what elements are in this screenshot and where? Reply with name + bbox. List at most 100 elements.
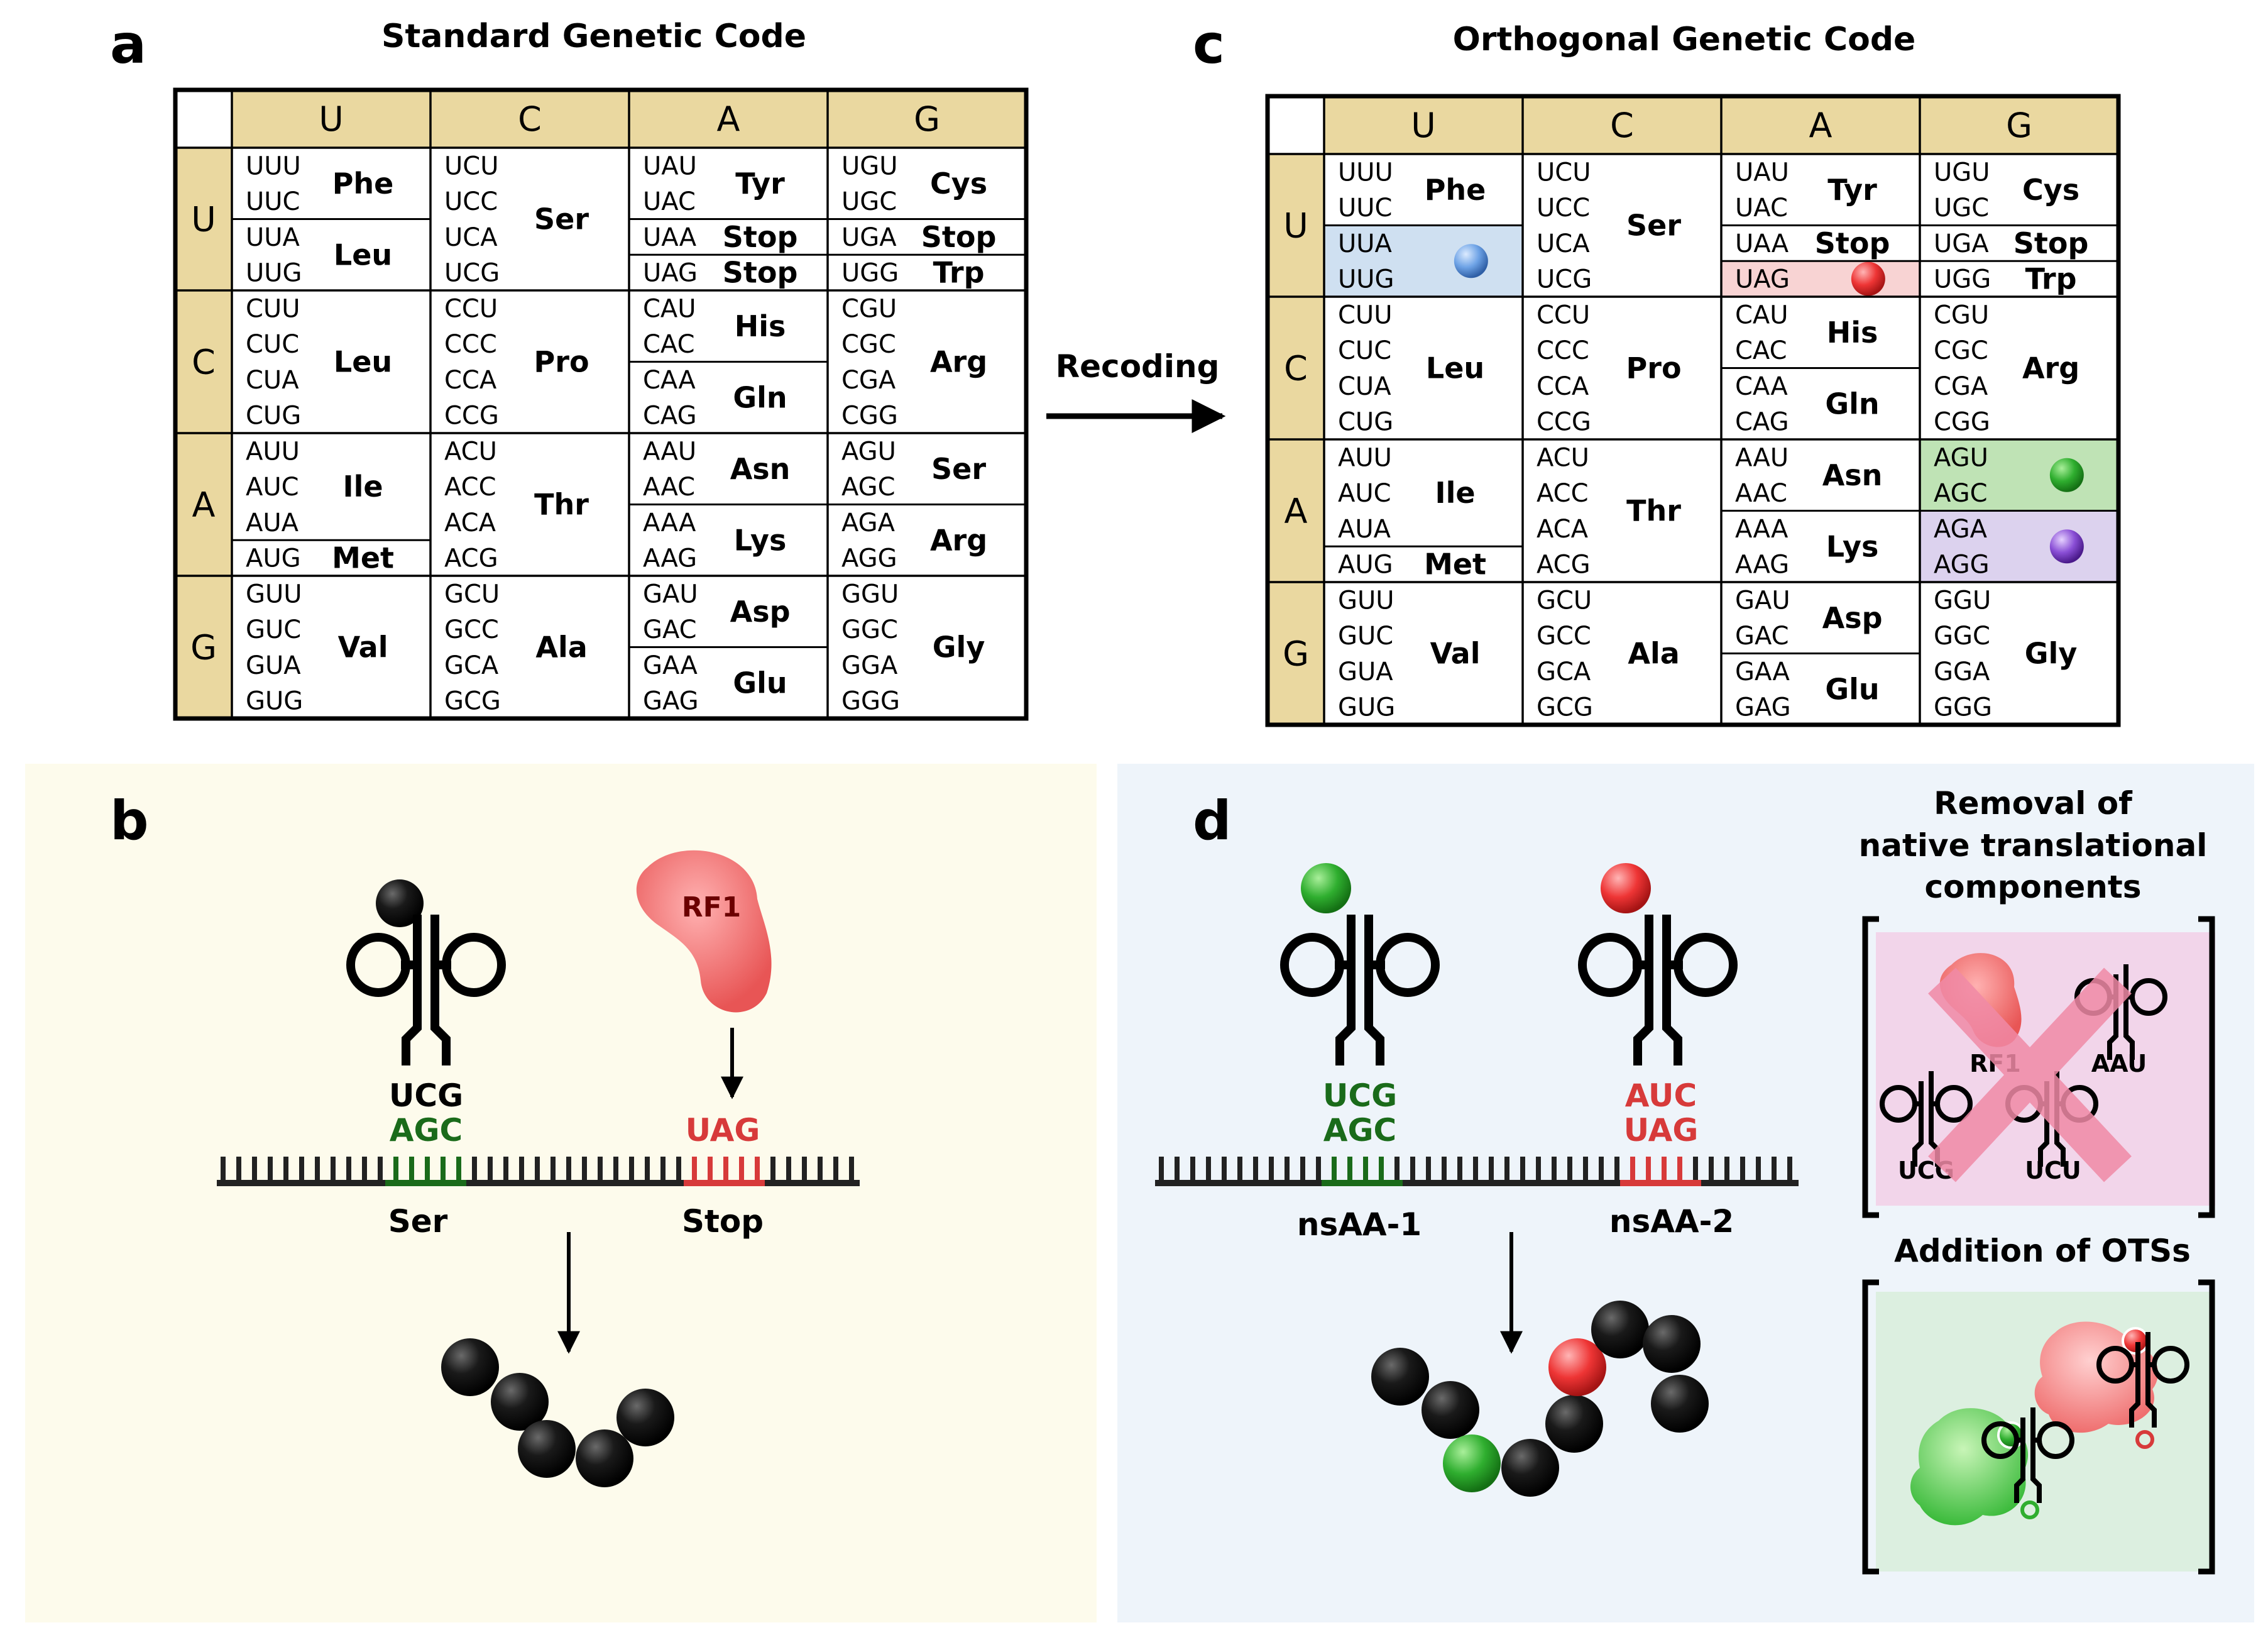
orthogonal-amino-acid: Ile (1435, 476, 1476, 510)
orthogonal-col-header: U (1411, 106, 1436, 145)
orthogonal-col-header: C (1610, 106, 1634, 145)
standard-codon: AUU (246, 437, 300, 466)
standard-codon: UAC (643, 187, 696, 216)
orthogonal-codon: GAG (1735, 693, 1791, 722)
standard-codon: CAC (643, 330, 695, 359)
standard-codon: CGG (841, 402, 898, 431)
orthogonal-col-header: A (1809, 106, 1832, 145)
standard-codon: CUC (246, 330, 299, 359)
standard-amino-acid: Arg (930, 523, 987, 557)
standard-codon: UCU (444, 151, 498, 180)
release-factor-rf1: RF1 (636, 850, 772, 1013)
orthogonal-amino-acid: Stop (2013, 226, 2089, 260)
standard-codon: GGC (841, 615, 898, 644)
orthogonal-codon: CUG (1338, 408, 1393, 437)
orthogonal-amino-acid: Trp (2025, 262, 2077, 296)
addition-title: Addition of OTSs (1894, 1233, 2191, 1269)
orthogonal-codon: CAA (1735, 372, 1788, 401)
orthogonal-codon: AAG (1735, 551, 1789, 580)
orthogonal-codon: AGU (1934, 443, 1988, 472)
orthogonal-codon: GUC (1338, 622, 1393, 651)
orthogonal-codon: AUG (1338, 551, 1393, 580)
standard-codon: CAA (643, 366, 696, 395)
standard-codon: ACG (444, 544, 498, 573)
orthogonal-codon: CGG (1934, 408, 1990, 437)
orthogonal-codon: GCA (1537, 658, 1591, 686)
standard-codon: UAG (643, 259, 698, 288)
standard-row-header: G (190, 628, 217, 668)
orthogonal-amino-acid: Met (1424, 548, 1486, 581)
removal-title-line-3: components (1925, 869, 2142, 905)
orthogonal-codon: CCG (1537, 408, 1591, 437)
standard-codon: GCU (444, 580, 500, 608)
orthogonal-codon: ACG (1537, 551, 1591, 580)
orthogonal-codon: AAC (1735, 479, 1787, 508)
panel-d-mrna (1155, 1157, 1799, 1186)
standard-codon: GGA (841, 651, 898, 680)
addition-box (1862, 1279, 2215, 1575)
standard-codon: UUU (246, 151, 301, 180)
removal-title-line-1: Removal of (1934, 785, 2133, 822)
standard-amino-acid: Cys (930, 167, 987, 201)
orthogonal-reassigned-ball (2049, 529, 2084, 564)
standard-row-header: A (192, 485, 216, 525)
standard-codon: CUU (246, 294, 300, 323)
standard-amino-acid: Leu (334, 345, 392, 379)
orthogonal-codon: GGU (1934, 586, 1991, 615)
panel-b-stop-label: Stop (682, 1203, 764, 1240)
orthogonal-row-header: A (1285, 492, 1308, 531)
panel-b-codon: AGC (390, 1112, 463, 1148)
standard-codon: CGA (841, 366, 896, 395)
orthogonal-reassigned-cell (1920, 439, 2118, 511)
standard-codon: GUA (246, 651, 301, 680)
orthogonal-codon: AUU (1338, 443, 1392, 472)
panel-d-anticodon-2: AUC (1625, 1077, 1697, 1114)
orthogonal-amino-acid: Ala (1628, 637, 1679, 671)
standard-codon: AGG (841, 544, 897, 573)
removal-box: RF1 AAU UCG UCU (1862, 916, 2215, 1218)
standard-codon: ACC (444, 473, 496, 502)
standard-amino-acid: Ile (343, 470, 383, 504)
orthogonal-codon: CAC (1735, 336, 1787, 365)
standard-codon: GUG (246, 687, 303, 716)
orthogonal-amino-acid: Ser (1626, 209, 1681, 243)
orthogonal-codon: UCC (1537, 194, 1590, 223)
svg-text:RF1: RF1 (682, 891, 742, 923)
standard-codon: UUA (246, 223, 300, 252)
orthogonal-codon: AAU (1735, 443, 1789, 472)
recoding-label: Recoding (1056, 348, 1220, 385)
orthogonal-codon: CGA (1934, 372, 1988, 401)
standard-codon: GAA (643, 651, 698, 680)
orthogonal-codon: CUC (1338, 336, 1391, 365)
standard-amino-acid: Phe (332, 167, 394, 201)
standard-amino-acid: Asp (730, 595, 791, 629)
orthogonal-codon: GUU (1338, 586, 1394, 615)
standard-codon: AAU (643, 437, 696, 466)
standard-codon: UUC (246, 187, 300, 216)
standard-codon: AAG (643, 544, 697, 573)
standard-amino-acid: Ala (535, 630, 587, 664)
standard-codon: UGU (841, 151, 898, 180)
orthogonal-reassigned-ball (2049, 458, 2084, 492)
standard-codon: CCC (444, 330, 497, 359)
panel-d-anticodon-1: UCG (1323, 1077, 1397, 1114)
standard-codon: CCU (444, 294, 498, 323)
orthogonal-amino-acid: Phe (1425, 173, 1486, 207)
orthogonal-codon: AGA (1934, 515, 1988, 544)
standard-col-header: G (914, 99, 940, 139)
standard-amino-acid: Ser (534, 202, 589, 236)
standard-codon: GUC (246, 615, 301, 644)
orthogonal-codon: UUU (1338, 158, 1393, 187)
orthogonal-row-header: U (1283, 206, 1308, 246)
standard-codon: AGA (841, 509, 896, 537)
standard-amino-acid: Stop (723, 220, 798, 254)
orthogonal-codon: CCC (1537, 336, 1589, 365)
orthogonal-codon: CAG (1735, 408, 1789, 437)
standard-amino-acid: Pro (534, 345, 589, 379)
standard-codon: ACA (444, 509, 496, 537)
orthogonal-codon: UGG (1934, 265, 1991, 294)
orthogonal-amino-acid: Cys (2022, 173, 2079, 207)
standard-amino-acid: Val (338, 630, 388, 664)
orthogonal-reassigned-cell (1920, 510, 2118, 582)
standard-codon: CCG (444, 402, 499, 431)
